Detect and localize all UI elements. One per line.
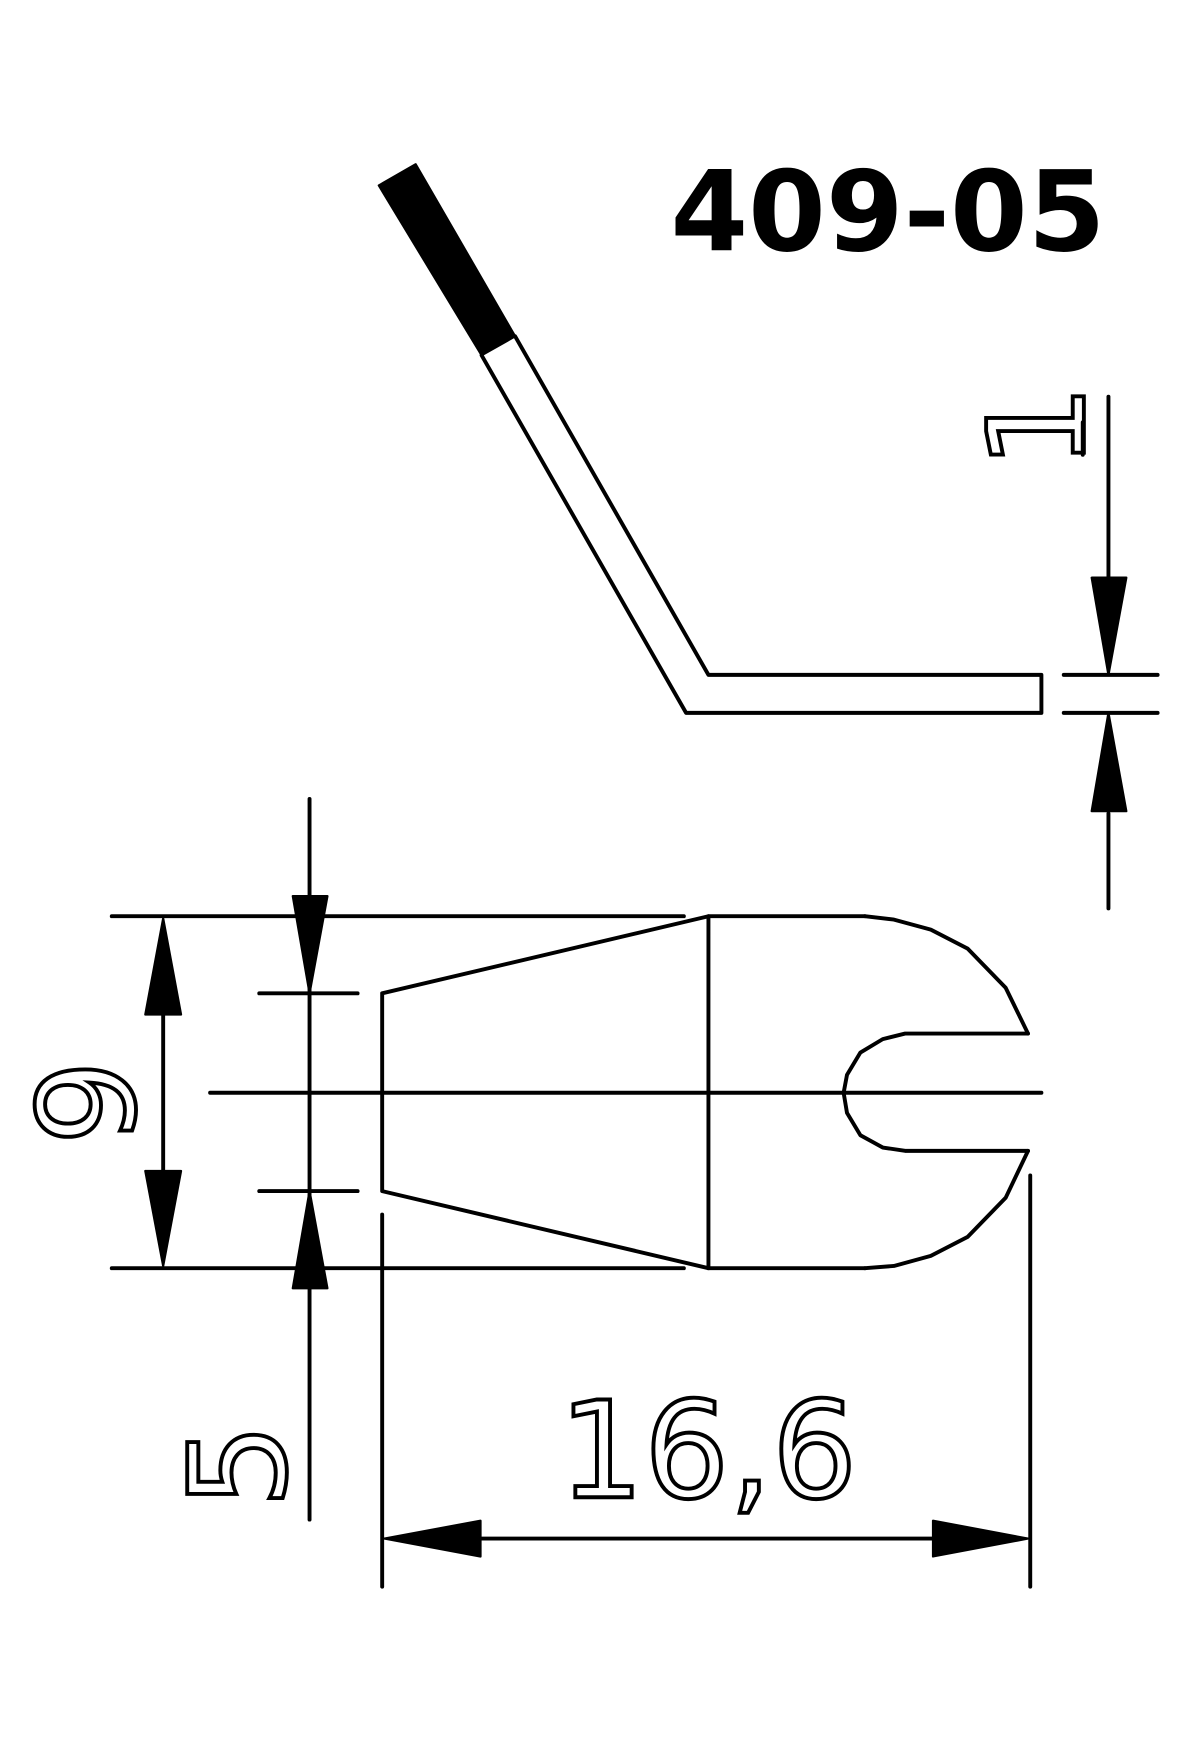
top-view — [208, 914, 1044, 1271]
slot-width-label: 5 — [161, 1423, 317, 1508]
length-dimension: 16,6 — [380, 1173, 1033, 1589]
length-label: 16,6 — [559, 1373, 858, 1529]
width-label: 9 — [10, 1060, 166, 1145]
side-view — [377, 163, 1044, 715]
thickness-dimension: 1 — [958, 382, 1160, 911]
width-dimension: 9 — [8, 914, 686, 1271]
slot-width-dimension: 5 — [159, 796, 360, 1522]
thickness-label: 1 — [960, 384, 1116, 469]
part-number: 409-05 — [670, 147, 1105, 277]
